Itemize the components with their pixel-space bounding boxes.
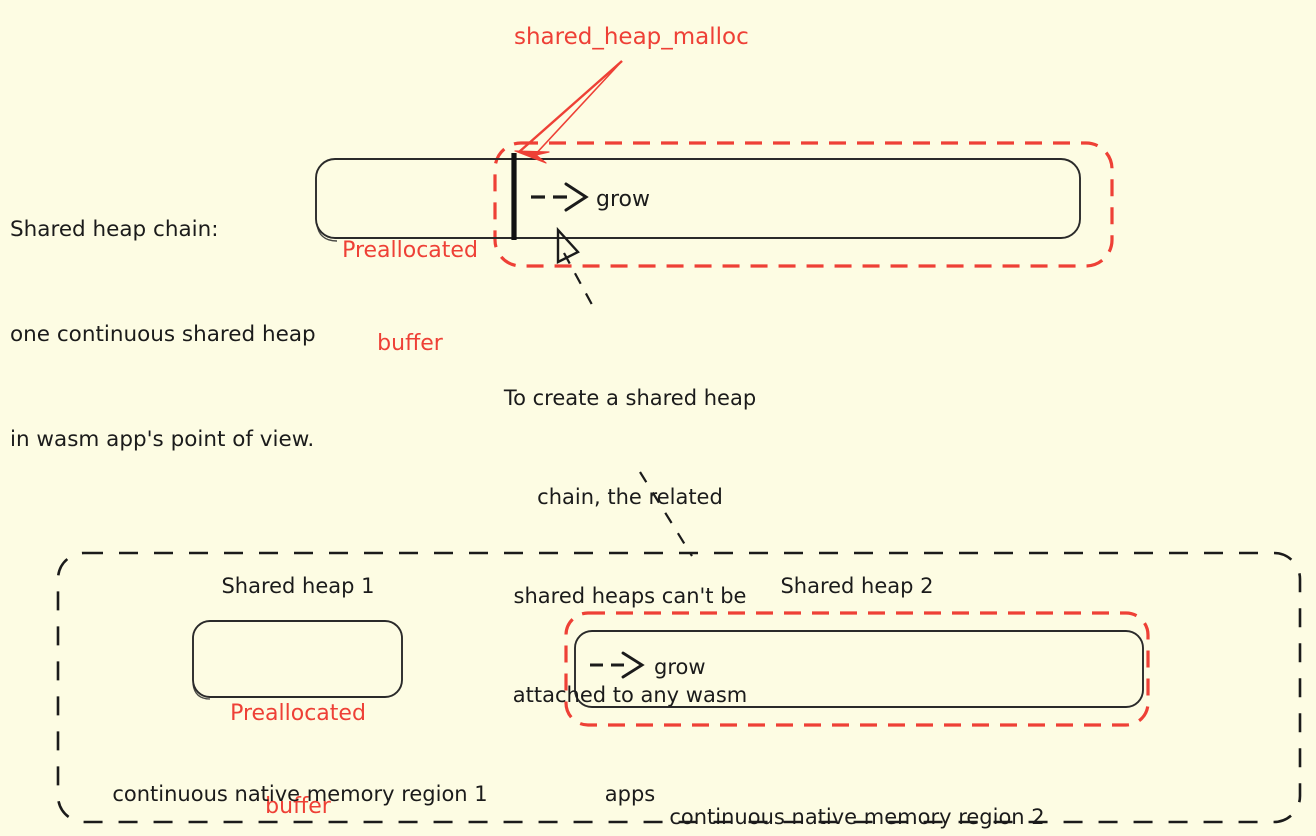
caption-line-3: in wasm app's point of view. [10, 427, 315, 452]
malloc-leader-arrow [514, 60, 623, 164]
top-preallocated-line-2: buffer [377, 331, 443, 356]
note-callout-arrow [556, 226, 597, 313]
top-red-dashed-chain-outline [493, 141, 1114, 268]
top-grow-label: grow [596, 187, 650, 212]
region-2-caption-line-1: continuous native memory region 2 [669, 805, 1045, 829]
note-line-4: attached to any wasm [512, 683, 748, 707]
shared-heap-chain-note: To create a shared heap chain, the relat… [490, 316, 770, 836]
top-preallocated-line-1: Preallocated [342, 238, 478, 263]
grow-arrow-icon-top [531, 182, 589, 212]
shared-heap-1-caption: continuous native memory region 1 (from … [80, 719, 520, 836]
note-line-1: To create a shared heap [503, 386, 757, 410]
shared-heap-chain-caption: Shared heap chain: one continuous shared… [10, 142, 316, 527]
shared-heap-1-title: Shared heap 1 [221, 574, 375, 598]
caption-line-1: Shared heap chain: [10, 217, 219, 242]
shared-heap-2-caption: continuous native memory region 2 (WAMR … [637, 742, 1077, 836]
shared-heap-2-title: Shared heap 2 [780, 574, 934, 598]
region-1-caption-line-1: continuous native memory region 1 [112, 782, 488, 806]
note-line-2: chain, the related [537, 485, 723, 509]
caption-line-2: one continuous shared heap [10, 322, 316, 347]
note-line-5: apps [604, 782, 656, 806]
bottom-preallocated-line-1: Preallocated [230, 701, 366, 726]
shared-heap-malloc-label: shared_heap_malloc [514, 24, 749, 50]
shared-heap-2-grow-label: grow [654, 655, 706, 679]
shared-heap-1-box-sketch-stroke [192, 683, 211, 700]
top-preallocated-buffer-label: Preallocated buffer [330, 173, 490, 421]
note-line-3: shared heaps can't be [513, 584, 747, 608]
shared-heap-1-buffer-label: Preallocated buffer [212, 636, 384, 836]
bottom-preallocated-line-2: buffer [265, 794, 331, 819]
